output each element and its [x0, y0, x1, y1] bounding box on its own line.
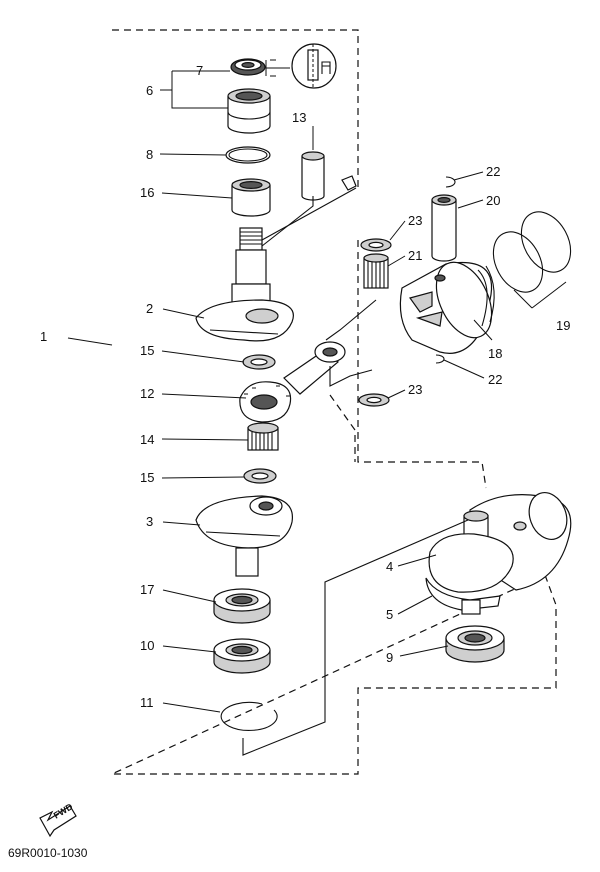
part-oil-seal-7[interactable] — [230, 58, 266, 76]
callout-20: 20 — [486, 193, 500, 208]
part-bearing-10[interactable] — [213, 638, 271, 674]
part-washer-15-lower[interactable] — [243, 468, 277, 484]
callout-9: 9 — [386, 650, 393, 665]
diagram-code: 69R0010-1030 — [8, 846, 88, 860]
callout-19: 19 — [556, 318, 570, 333]
part-crank-assembly-4[interactable] — [428, 487, 573, 593]
part-washer-23-bottom[interactable] — [358, 393, 390, 407]
callout-13: 13 — [292, 110, 306, 125]
callout-4: 4 — [386, 559, 393, 574]
callout-3: 3 — [146, 514, 153, 529]
part-needle-bearing-21[interactable] — [363, 253, 389, 289]
callout-16: 16 — [140, 185, 154, 200]
callout-17: 17 — [140, 582, 154, 597]
callout-15-lower: 15 — [140, 470, 154, 485]
part-piston-rings-19[interactable] — [484, 203, 581, 300]
callout-15-upper: 15 — [140, 343, 154, 358]
callout-21: 21 — [408, 248, 422, 263]
part-bearing-9[interactable] — [445, 625, 505, 663]
callout-2: 2 — [146, 301, 153, 316]
part-circlip-22-bottom[interactable] — [435, 354, 445, 364]
callout-6: 6 — [146, 83, 153, 98]
part-snap-ring-11[interactable] — [220, 701, 278, 731]
part-upper-bearing-6[interactable] — [227, 88, 271, 134]
bolt-marker-icon — [341, 175, 357, 191]
part-needle-bearing-14[interactable] — [247, 422, 279, 451]
part-lower-crankshaft-3[interactable] — [195, 495, 294, 577]
callout-23-bottom: 23 — [408, 382, 422, 397]
part-piston-pin-20[interactable] — [431, 194, 457, 262]
callout-14: 14 — [140, 432, 154, 447]
callout-12: 12 — [140, 386, 154, 401]
callout-23-top: 23 — [408, 213, 422, 228]
assembly-boundary-main — [111, 29, 557, 775]
part-washer-15-upper[interactable] — [242, 354, 276, 370]
callout-22-bottom: 22 — [488, 372, 502, 387]
part-upper-crankshaft-2[interactable] — [195, 227, 294, 342]
callout-10: 10 — [140, 638, 154, 653]
callout-5: 5 — [386, 607, 393, 622]
part-washer-23-top[interactable] — [360, 238, 392, 252]
part-circlip-22-top[interactable] — [445, 176, 456, 188]
fwd-arrow-icon: FWD — [39, 801, 77, 838]
part-piston-18[interactable] — [399, 254, 502, 354]
part-crank-lower-5[interactable] — [425, 577, 501, 615]
callout-18: 18 — [488, 346, 502, 361]
part-o-ring-8[interactable] — [225, 146, 271, 164]
part-bushing-16[interactable] — [231, 178, 271, 217]
callout-11: 11 — [140, 695, 154, 710]
assembly-boundary-piston — [329, 394, 356, 462]
callout-8: 8 — [146, 147, 153, 162]
callout-1: 1 — [40, 329, 47, 344]
seal-orientation-detail-icon — [265, 43, 337, 89]
leader-lines — [67, 70, 567, 713]
part-dowel-pin-13[interactable] — [301, 151, 325, 201]
callout-22-top: 22 — [486, 164, 500, 179]
part-bearing-17[interactable] — [213, 588, 271, 624]
part-connecting-rod-12[interactable] — [239, 341, 346, 423]
callout-7: 7 — [196, 63, 203, 78]
assembly-connector-lines — [242, 187, 469, 756]
